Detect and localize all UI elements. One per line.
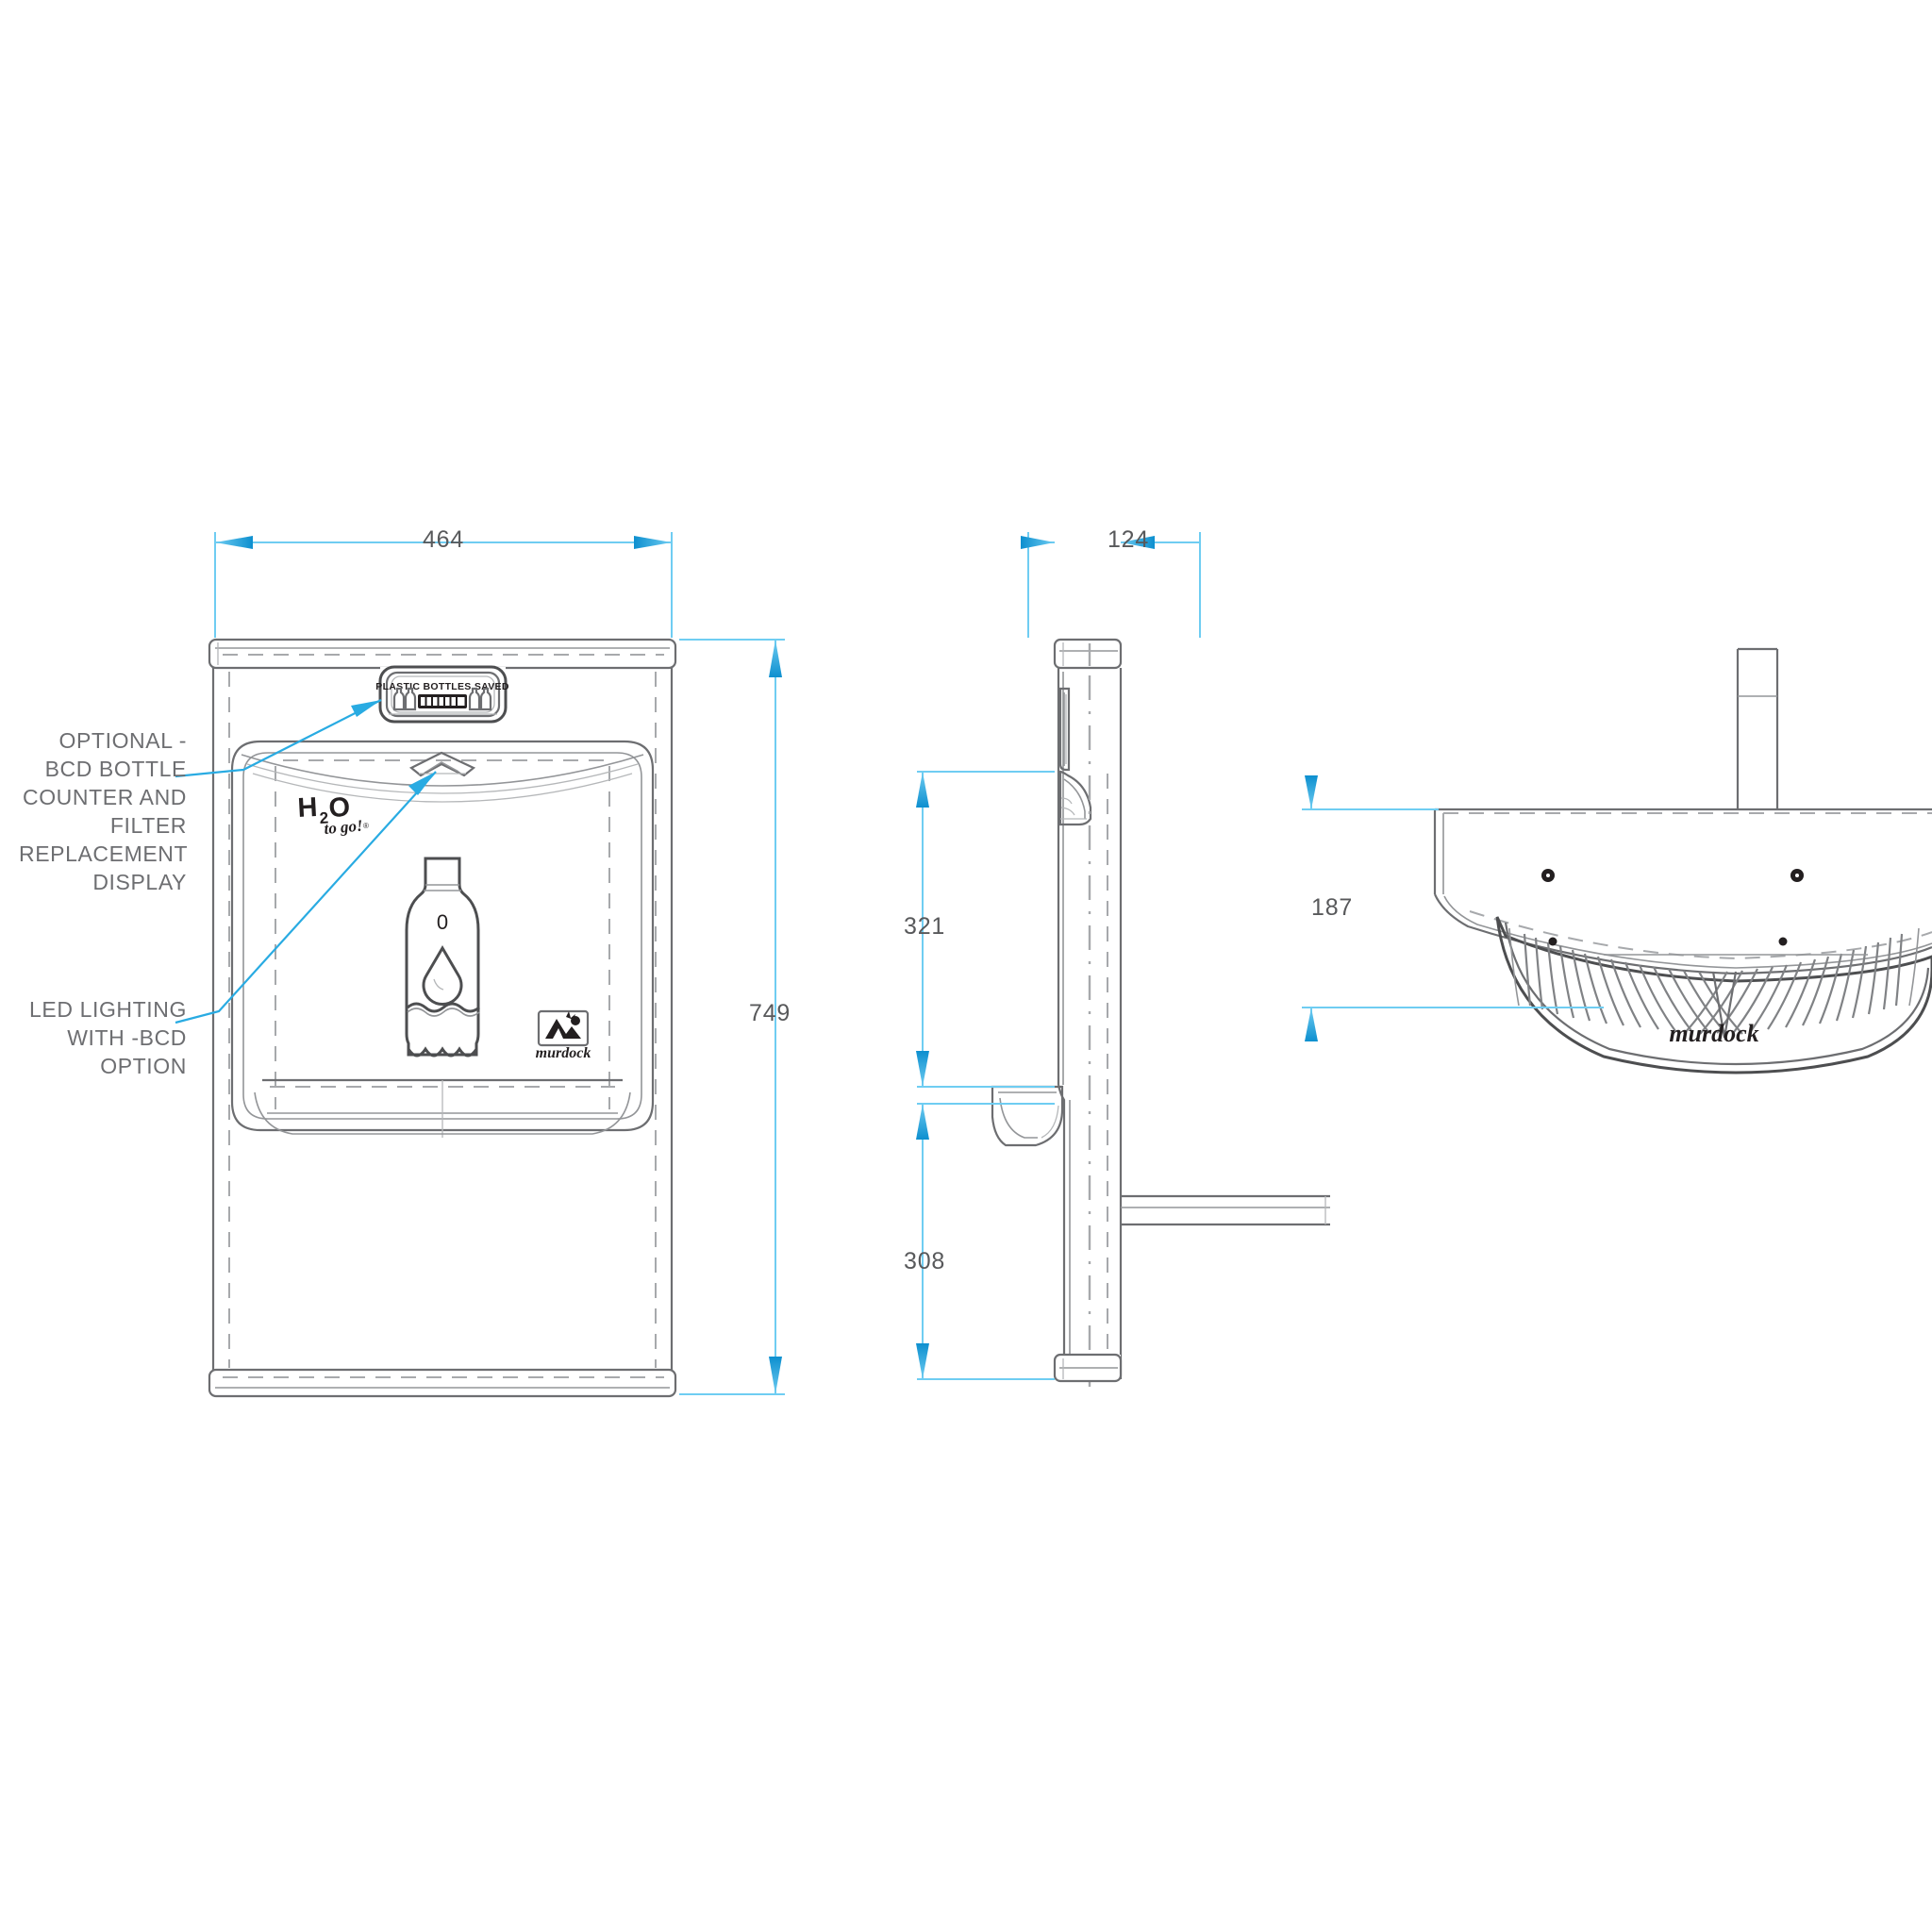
- bottom-basin-plate: [1433, 808, 1932, 975]
- h2o-logo-h: H: [297, 792, 319, 824]
- dim-label-308: 308: [904, 1248, 946, 1274]
- dim-lower-height: [916, 1103, 1055, 1380]
- counter-bottle-icons-left: [392, 687, 417, 711]
- h2o-logo-trademark: ®: [363, 822, 369, 830]
- drain-grate-right: [1683, 933, 1904, 1035]
- bottle-counter-value: 0: [437, 910, 448, 934]
- water-droplet-icon: [422, 945, 463, 1006]
- side-top-cap: [1053, 638, 1123, 670]
- dispenser-nozzle: [408, 751, 476, 777]
- bottle-fill-graphic: 0: [405, 857, 480, 1058]
- bottle-counter-display[interactable]: PLASTIC BOTTLES SAVED: [375, 665, 509, 724]
- dim-height-front: [679, 639, 785, 1395]
- counter-digits: [421, 697, 465, 706]
- dim-label-464: 464: [422, 526, 465, 553]
- h2o-to-go-logo: H 2 O to go! ®: [297, 792, 369, 838]
- dim-basin-depth: [1302, 775, 1604, 1041]
- front-view: PLASTIC BOTTLES SAVED: [208, 638, 677, 1398]
- counter-title-text: PLASTIC BOTTLES SAVED: [375, 681, 509, 692]
- dim-spout-height: [916, 771, 1055, 1088]
- h2o-logo-2: 2: [319, 809, 328, 827]
- note-led-lighting: LED LIGHTING WITH -BCD OPTION: [29, 997, 187, 1078]
- side-fountain-bowl: [991, 1085, 1064, 1147]
- dim-label-124: 124: [1107, 526, 1150, 553]
- alcove-ceiling: [241, 754, 644, 803]
- note-bottle-counter: OPTIONAL - BCD BOTTLE COUNTER AND FILTER…: [19, 728, 189, 894]
- side-bubbler-spout: [1058, 770, 1092, 826]
- side-supply-stub: [1121, 1194, 1330, 1226]
- front-alcove: [230, 740, 655, 1132]
- leader-bottle-counter: [175, 699, 382, 778]
- dim-label-321: 321: [904, 913, 946, 940]
- side-counter-display: [1058, 687, 1071, 772]
- murdock-wordmark-basin: murdock: [1669, 1020, 1758, 1047]
- h2o-logo-tagline: to go!: [324, 816, 364, 838]
- dim-width-front: [214, 532, 673, 638]
- front-top-cap: [208, 638, 677, 670]
- h2o-logo-o: O: [328, 792, 351, 824]
- front-base-cap: [208, 1368, 677, 1398]
- water-level-wave: [407, 1002, 480, 1013]
- bottom-view: murdock: [1433, 647, 1932, 1074]
- bottom-drain-bowl: murdock: [1495, 916, 1932, 1074]
- dim-label-187: 187: [1311, 894, 1354, 921]
- bottom-wall-stub: [1736, 647, 1779, 813]
- murdock-logo: murdock: [536, 1009, 591, 1061]
- dim-depth-side: [1021, 532, 1201, 638]
- leader-led-lighting: [175, 771, 437, 1024]
- dim-label-749: 749: [749, 1000, 791, 1026]
- alcove-basin-shelf: [254, 1078, 631, 1138]
- side-view: [991, 638, 1330, 1387]
- counter-bottle-icons-right: [468, 687, 492, 711]
- side-base-cap: [1053, 1353, 1123, 1383]
- murdock-wordmark: murdock: [536, 1045, 591, 1061]
